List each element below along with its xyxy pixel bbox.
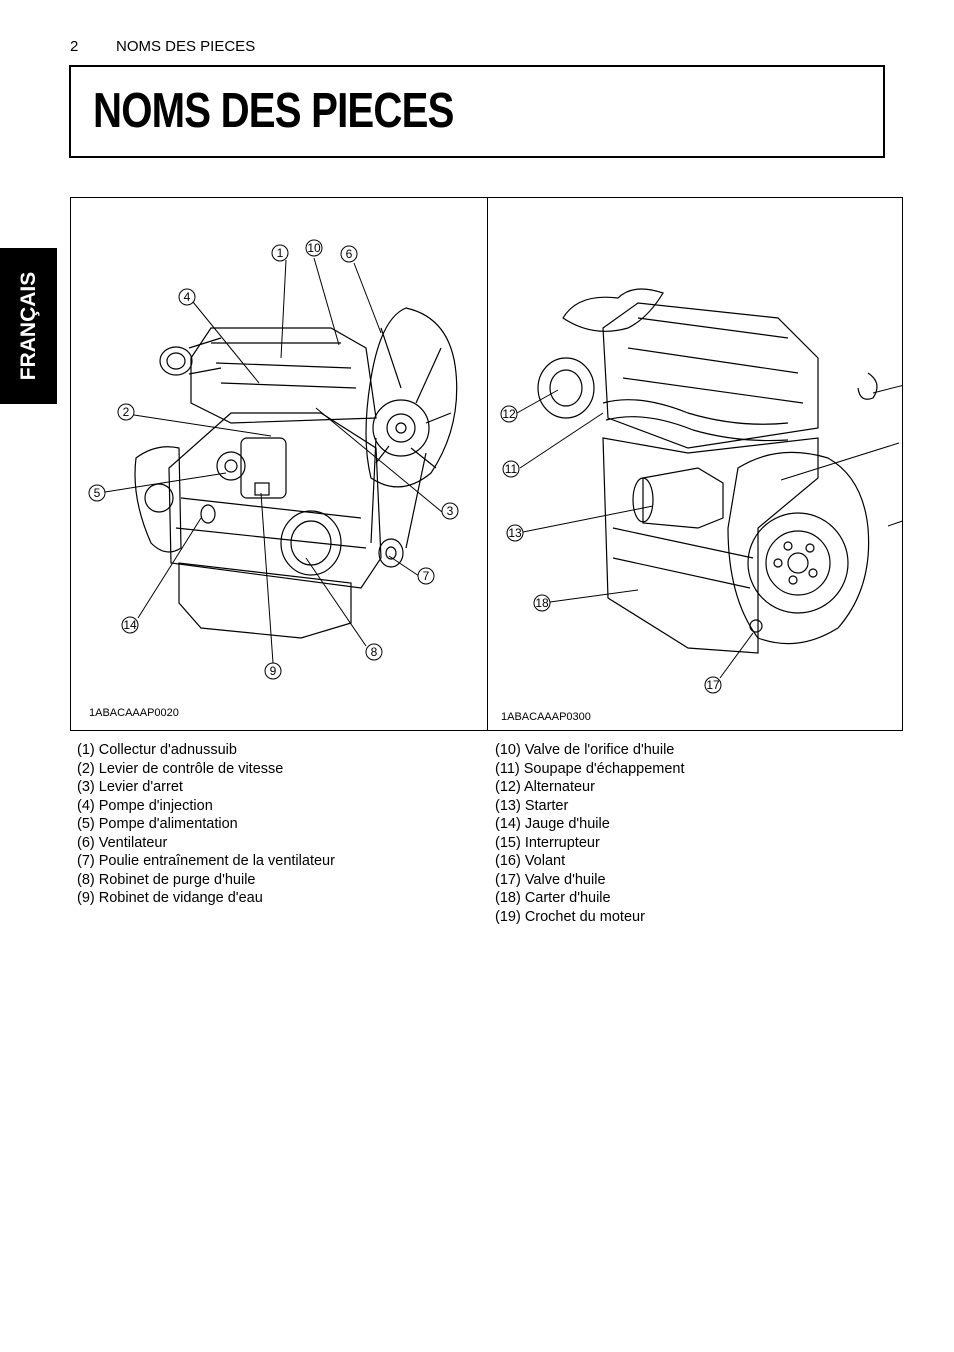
engine-rear-drawing xyxy=(537,288,878,654)
legend-item: (10) Valve de l'orifice d'huile xyxy=(495,742,675,758)
svg-text:1: 1 xyxy=(277,246,284,260)
svg-text:4: 4 xyxy=(184,290,191,304)
legend-item: (3) Levier d'arret xyxy=(77,779,183,795)
legend-item: (18) Carter d'huile xyxy=(495,890,611,906)
svg-text:2: 2 xyxy=(123,405,130,419)
svg-text:12: 12 xyxy=(502,407,516,421)
svg-text:8: 8 xyxy=(371,645,378,659)
engine-rear-illustration: 19 12 15 11 16 13 18 17 xyxy=(500,288,902,694)
callout-lines-right xyxy=(516,385,902,679)
callout-6: 6 xyxy=(340,245,358,263)
callout-7: 7 xyxy=(417,567,435,585)
running-header: 2 NOMS DES PIECES xyxy=(70,38,255,55)
legend-item: (7) Poulie entraînement de la ventilateu… xyxy=(77,853,335,869)
legend-item: (6) Ventilateur xyxy=(77,834,168,851)
legend-item: (19) Crochet du moteur xyxy=(495,908,645,925)
svg-text:9: 9 xyxy=(270,664,277,678)
svg-text:6: 6 xyxy=(346,247,353,261)
legend-item: (12) Alternateur xyxy=(495,779,595,795)
callout-12: 12 xyxy=(500,405,518,423)
callout-9: 9 xyxy=(264,662,282,680)
svg-text:18: 18 xyxy=(535,596,549,610)
legend-item: (16) Volant xyxy=(495,853,566,869)
legend-item: (14) Jauge d'huile xyxy=(495,816,610,832)
callout-13: 13 xyxy=(506,524,524,542)
svg-text:17: 17 xyxy=(706,678,720,692)
legend-left: (1) Collectur d'adnussuib (2) Levier de … xyxy=(77,741,335,908)
engine-front-drawing xyxy=(134,307,458,639)
legend-right: (10) Valve de l'orifice d'huile (11) Sou… xyxy=(495,741,685,926)
callout-4: 4 xyxy=(178,288,196,306)
legend-item: (11) Soupape d'échappement xyxy=(495,760,685,777)
svg-text:10: 10 xyxy=(307,241,321,255)
section-name: NOMS DES PIECES xyxy=(116,38,256,55)
callout-10: 10 xyxy=(305,239,323,257)
language-tab: FRANÇAIS xyxy=(0,248,57,404)
legend-item: (5) Pompe d'alimentation xyxy=(77,816,238,832)
svg-text:3: 3 xyxy=(447,504,454,518)
svg-text:7: 7 xyxy=(423,569,430,583)
callout-5: 5 xyxy=(88,484,106,502)
figure-frame: 1 10 6 4 2 5 3 7 14 8 9 xyxy=(70,197,903,731)
language-tab-label: FRANÇAIS xyxy=(16,271,40,381)
legend-item: (9) Robinet de vidange d'eau xyxy=(77,890,263,906)
callout-1: 1 xyxy=(271,244,289,262)
callout-lines-left xyxy=(104,257,443,664)
page-number: 2 xyxy=(70,38,79,55)
callout-3: 3 xyxy=(441,502,459,520)
callout-8: 8 xyxy=(365,643,383,661)
callout-17: 17 xyxy=(704,676,722,694)
svg-text:11: 11 xyxy=(505,462,518,476)
legend-item: (17) Valve d'huile xyxy=(495,871,606,888)
svg-text:13: 13 xyxy=(508,526,522,540)
callouts-right: 19 12 15 11 16 13 18 17 xyxy=(500,405,722,694)
figure-divider xyxy=(487,198,488,730)
svg-text:14: 14 xyxy=(123,618,137,632)
svg-text:5: 5 xyxy=(94,486,101,500)
callout-18: 18 xyxy=(533,594,551,612)
callouts-left: 1 10 6 4 2 5 3 7 14 8 9 xyxy=(88,239,459,680)
callout-11: 11 xyxy=(502,460,520,478)
callout-2: 2 xyxy=(117,403,135,421)
legend-item: (8) Robinet de purge d'huile xyxy=(77,871,256,888)
title-box: NOMS DES PIECES xyxy=(69,65,885,158)
figure-code-right: 1ABACAAAP0300 xyxy=(501,711,591,723)
page-title: NOMS DES PIECES xyxy=(93,84,454,138)
engine-front-illustration: 1 10 6 4 2 5 3 7 14 8 9 xyxy=(88,239,459,680)
legend-item: (15) Interrupteur xyxy=(495,834,600,851)
legend-item: (2) Levier de contrôle de vitesse xyxy=(77,760,284,777)
legend-item: (4) Pompe d'injection xyxy=(77,797,213,814)
figure-code-left: 1ABACAAAP0020 xyxy=(89,707,179,719)
legend-item: (1) Collectur d'adnussuib xyxy=(77,742,237,758)
legend-item: (13) Starter xyxy=(495,797,569,814)
callout-14: 14 xyxy=(121,616,139,634)
